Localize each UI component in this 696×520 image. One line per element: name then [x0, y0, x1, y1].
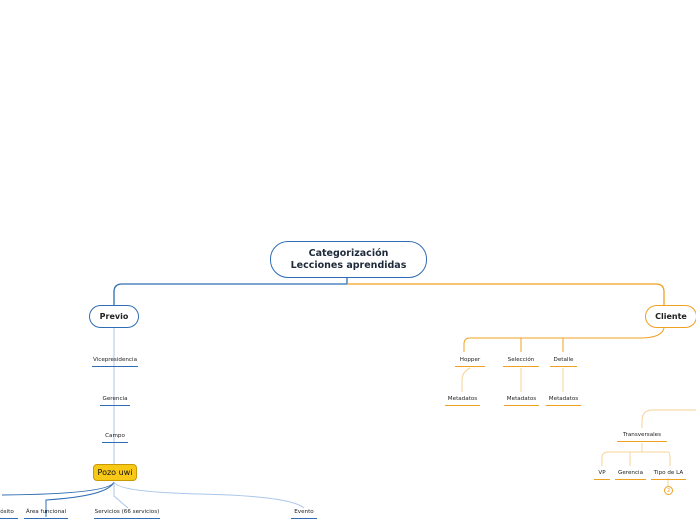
tipo-de-la-node[interactable]: Tipo de LA: [651, 467, 686, 480]
transversal-gerencia-node[interactable]: Gerencia: [615, 467, 646, 480]
link-pozo-evento: [113, 481, 305, 509]
campo-node[interactable]: Campo: [102, 430, 128, 443]
transversales-node[interactable]: Transversales: [617, 429, 667, 442]
gerencia-label: Gerencia: [102, 395, 128, 402]
link-transversales-children: [601, 443, 671, 466]
link-root-previo: [113, 277, 348, 305]
hopper-node[interactable]: Hopper: [455, 354, 485, 367]
link-hopper-meta: [461, 367, 471, 392]
transversal-gerencia-label: Gerencia: [618, 469, 643, 476]
seleccion-node[interactable]: Selección: [503, 354, 539, 367]
pozo-uwi-node[interactable]: Pozo uwi: [93, 464, 137, 481]
seleccion-metadatos-label: Metadatos: [506, 395, 537, 402]
evento-label: Evento: [294, 508, 314, 515]
hopper-label: Hopper: [459, 356, 481, 363]
hopper-metadatos-label: Metadatos: [447, 395, 478, 402]
link-root-cliente: [347, 283, 665, 305]
vp-node[interactable]: VP: [594, 467, 610, 480]
tipo-de-la-label: Tipo de LA: [653, 469, 684, 476]
area-funcional-label: Área funcional: [25, 508, 67, 515]
proposito-label: ósito: [0, 508, 14, 515]
previo-label: Previo: [99, 312, 129, 321]
previo-node[interactable]: Previo: [89, 305, 139, 328]
evento-node[interactable]: Evento: [291, 506, 317, 519]
vicepresidencia-node[interactable]: Vicepresidencia: [92, 354, 138, 367]
detalle-label: Detalle: [553, 356, 574, 363]
pozo-uwi-label: Pozo uwi: [97, 468, 133, 477]
servicios-label: Servicios (66 servicios): [94, 508, 160, 515]
campo-label: Campo: [105, 432, 125, 439]
area-funcional-node[interactable]: Área funcional: [24, 506, 68, 519]
proposito-node[interactable]: ósito: [0, 506, 18, 519]
collapsed-children-badge[interactable]: 2: [664, 486, 673, 495]
seleccion-metadatos-node[interactable]: Metadatos: [504, 393, 539, 406]
gerencia-node[interactable]: Gerencia: [100, 393, 130, 406]
vicepresidencia-label: Vicepresidencia: [92, 356, 137, 363]
root-node[interactable]: Categorización Lecciones aprendidas: [270, 241, 427, 278]
root-label: Categorización Lecciones aprendidas: [290, 247, 407, 271]
detalle-metadatos-node[interactable]: Metadatos: [546, 393, 581, 406]
hopper-metadatos-node[interactable]: Metadatos: [445, 393, 480, 406]
link-cliente-bus: [463, 327, 665, 352]
link-pozo-servicios: [113, 482, 129, 509]
detalle-metadatos-label: Metadatos: [548, 395, 579, 402]
cliente-node[interactable]: Cliente: [645, 305, 696, 328]
transversales-label: Transversales: [622, 431, 662, 438]
seleccion-label: Selección: [507, 356, 535, 363]
link-cliente-transversales: [641, 409, 696, 428]
cliente-label: Cliente: [655, 312, 687, 321]
detalle-node[interactable]: Detalle: [550, 354, 577, 367]
link-pozo-area: [45, 481, 115, 517]
vp-label: VP: [598, 469, 606, 476]
servicios-node[interactable]: Servicios (66 servicios): [94, 506, 160, 519]
collapsed-count: 2: [666, 487, 671, 494]
